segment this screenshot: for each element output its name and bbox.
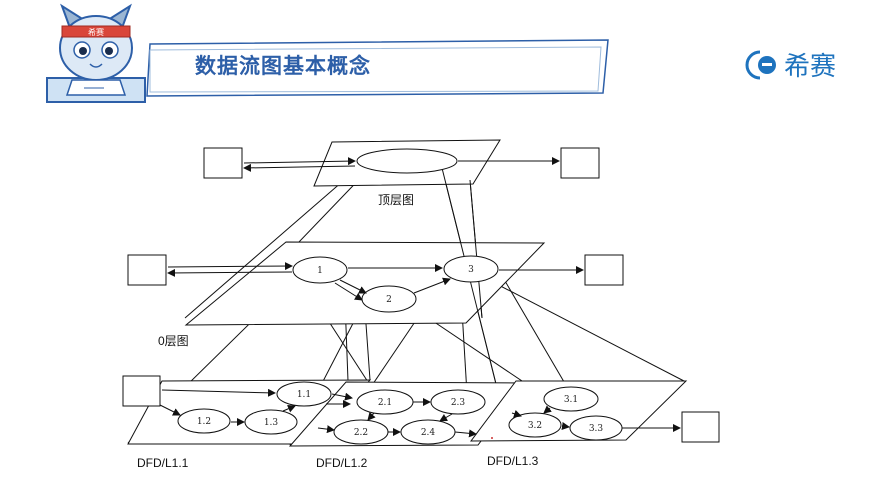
process-1-label: 1 — [317, 266, 323, 276]
label-l11: DFD/L1.1 — [137, 456, 189, 470]
process-2-2-label: 2.2 — [354, 428, 368, 438]
dfd-diagram: 顶层图 1 2 3 0层图 1.1 1.2 1.3 — [122, 139, 720, 470]
label-l13: DFD/L1.3 — [487, 454, 539, 468]
title-banner: 数据流图基本概念 — [146, 39, 609, 97]
process-3-2 — [508, 412, 562, 438]
brand-name: 希赛 — [784, 52, 836, 82]
process-1 — [292, 256, 348, 284]
process-2-3-label: 2.3 — [451, 398, 466, 408]
brand-icon — [745, 50, 761, 80]
process-2-label: 2 — [386, 295, 392, 305]
page-title: 数据流图基本概念 — [195, 54, 371, 78]
headband-text: 希赛 — [88, 27, 104, 37]
process-1-3-label: 1.3 — [264, 418, 279, 428]
process-3-3-label: 3.3 — [589, 424, 604, 434]
label-level0: 0层图 — [158, 334, 189, 348]
external-entity-top-left — [203, 147, 243, 179]
process-3-label: 3 — [468, 265, 474, 275]
process-2-1-label: 2.1 — [378, 398, 392, 408]
external-entity-l0-right — [584, 254, 624, 286]
process-2-4-label: 2.4 — [421, 428, 436, 438]
top-process — [356, 148, 458, 174]
process-3-1 — [543, 386, 599, 412]
external-entity-l13 — [681, 411, 720, 443]
label-l12: DFD/L1.2 — [316, 456, 368, 470]
external-entity-l0-left — [127, 254, 167, 286]
process-1-1 — [276, 381, 332, 407]
label-top-level: 顶层图 — [378, 193, 414, 207]
external-entity-l11 — [122, 375, 161, 407]
brand-logo: 希赛 — [745, 50, 836, 82]
process-1-3 — [244, 409, 298, 435]
external-entity-top-right — [560, 147, 600, 179]
process-3 — [443, 255, 499, 283]
process-1-2 — [177, 408, 231, 434]
mascot-logo: 希赛 — [46, 3, 146, 103]
process-3-2-label: 3.2 — [528, 421, 542, 431]
level0-plane — [184, 241, 546, 326]
process-1-1-label: 1.1 — [297, 390, 311, 400]
process-2-3 — [430, 389, 486, 415]
process-3-1-label: 3.1 — [564, 395, 578, 405]
process-1-2-label: 1.2 — [197, 417, 211, 427]
